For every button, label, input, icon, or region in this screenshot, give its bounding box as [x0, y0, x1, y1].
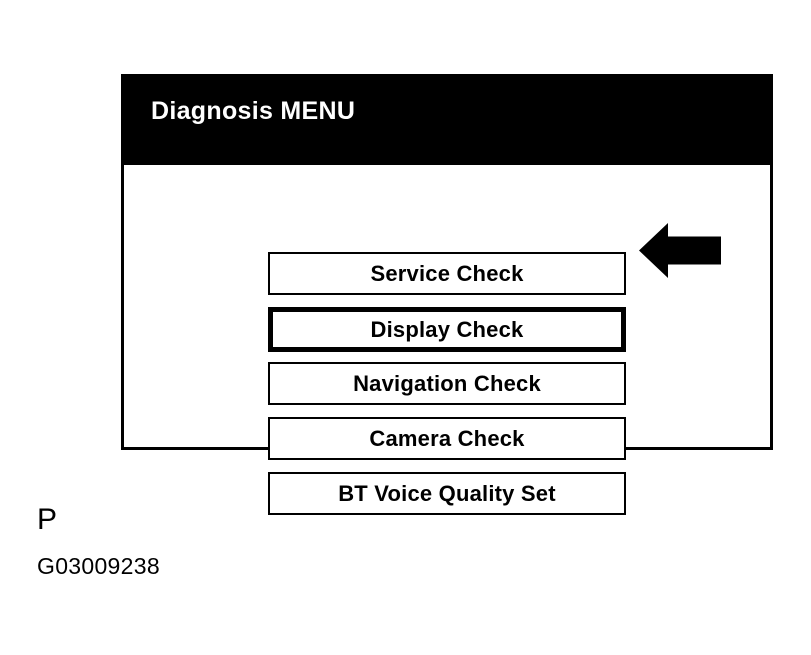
menu-button-label: BT Voice Quality Set: [338, 480, 556, 506]
caption-figure-code: G03009238: [37, 553, 160, 579]
screen-title: Diagnosis MENU: [151, 97, 356, 125]
menu-button-label: Camera Check: [369, 425, 525, 451]
diagnosis-menu-list: Service Check Display Check Navigation C…: [124, 165, 770, 515]
caption-letter: P: [37, 503, 58, 536]
arrow-left-icon: [639, 222, 721, 279]
menu-button-label: Display Check: [370, 316, 524, 342]
menu-button-bt-voice-quality-set[interactable]: BT Voice Quality Set: [268, 472, 626, 515]
menu-button-label: Navigation Check: [353, 370, 541, 396]
figure-caption: P G03009238: [37, 503, 160, 579]
menu-button-camera-check[interactable]: Camera Check: [268, 417, 626, 460]
menu-button-label: Service Check: [370, 260, 524, 286]
menu-button-display-check[interactable]: Display Check: [268, 307, 626, 352]
menu-button-navigation-check[interactable]: Navigation Check: [268, 362, 626, 405]
screen-header-bar: Diagnosis MENU: [124, 77, 770, 165]
menu-button-service-check[interactable]: Service Check: [268, 252, 626, 295]
